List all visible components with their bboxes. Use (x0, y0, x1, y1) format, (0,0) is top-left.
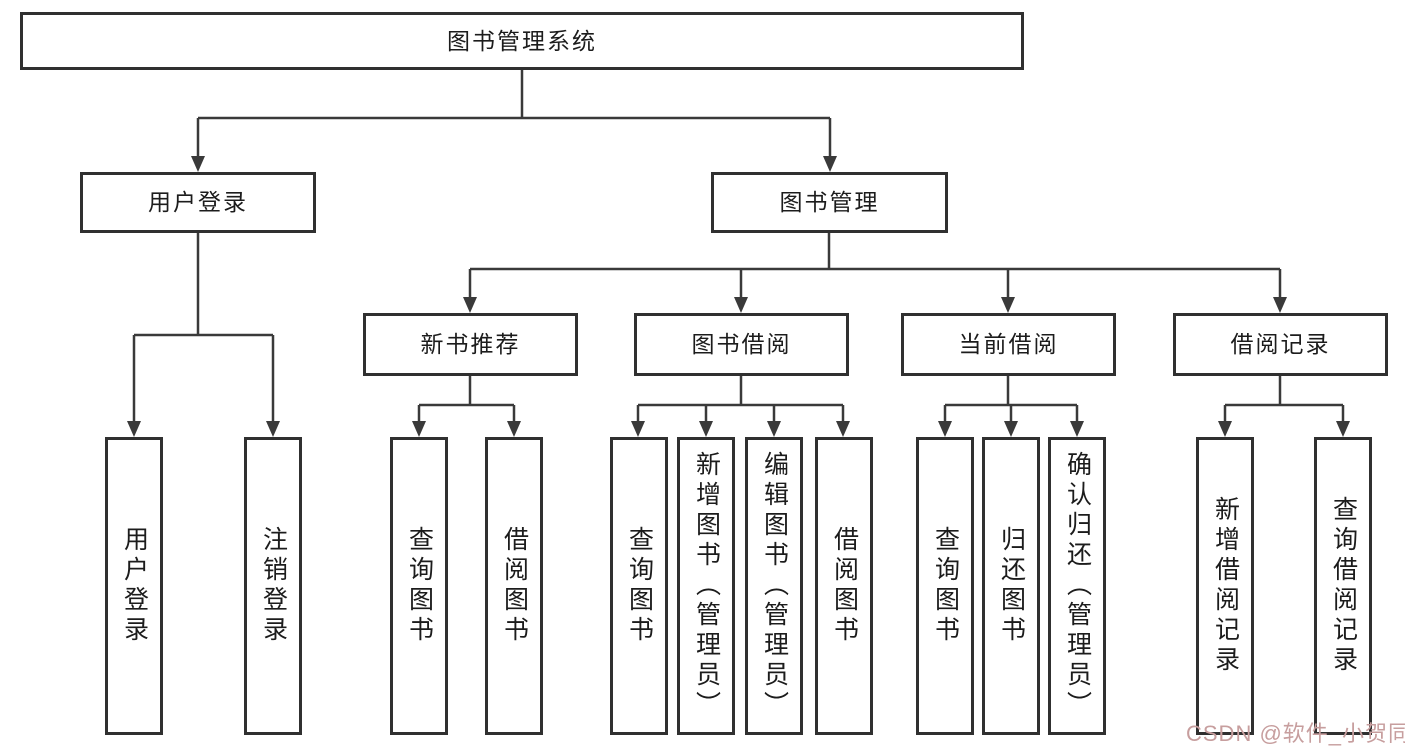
node-current-borrow: 当前借阅 (901, 313, 1116, 376)
leaf-label: 借阅图书 (830, 526, 859, 646)
connector-records-to-leaves (1223, 376, 1345, 424)
arrow-down-icon (1001, 297, 1015, 313)
node-book-borrow: 图书借阅 (634, 313, 849, 376)
arrow-down-icon (127, 421, 141, 437)
leaf-label: 查询图书 (405, 526, 434, 646)
arrow-down-icon (938, 421, 952, 437)
leaf-query-borrow-record: 查询借阅记录 (1314, 437, 1372, 735)
node-user-login: 用户登录 (80, 172, 316, 233)
leaf-label: 新增借阅记录 (1211, 496, 1240, 676)
leaf-label: 查询借阅记录 (1329, 496, 1358, 676)
connector-borrow-to-leaves (636, 376, 845, 424)
leaf-label: 查询图书 (625, 526, 654, 646)
arrow-down-icon (1070, 421, 1084, 437)
leaf-label: 用户登录 (120, 526, 149, 646)
leaf-borrow-books: 借阅图书 (815, 437, 873, 735)
leaf-return-books: 归还图书 (982, 437, 1040, 735)
connector-mgmt-to-level3 (468, 233, 1282, 300)
leaf-label: 确认归还（管理员） (1063, 451, 1092, 721)
leaf-query-books-borrow: 查询图书 (610, 437, 668, 735)
arrow-down-icon (507, 421, 521, 437)
connector-current-to-leaves (943, 376, 1079, 424)
leaf-query-books-current: 查询图书 (916, 437, 974, 735)
connector-login-to-leaves (132, 233, 275, 424)
arrow-down-icon (191, 156, 205, 172)
arrow-down-icon (1004, 421, 1018, 437)
arrow-down-icon (734, 297, 748, 313)
node-book-management: 图书管理 (711, 172, 948, 233)
node-root-system: 图书管理系统 (20, 12, 1024, 70)
arrow-down-icon (836, 421, 850, 437)
arrow-down-icon (767, 421, 781, 437)
arrow-down-icon (463, 297, 477, 313)
arrow-down-icon (699, 421, 713, 437)
arrow-down-icon (266, 421, 280, 437)
leaf-add-borrow-record: 新增借阅记录 (1196, 437, 1254, 735)
arrow-down-icon (412, 421, 426, 437)
watermark-text: CSDN @软件_小贺同学 (1186, 721, 1405, 746)
leaf-label: 借阅图书 (500, 526, 529, 646)
connector-recommend-to-leaves (417, 376, 516, 424)
leaf-borrow-books-recommend: 借阅图书 (485, 437, 543, 735)
arrow-down-icon (1273, 297, 1287, 313)
arrow-down-icon (631, 421, 645, 437)
leaf-add-book-admin: 新增图书（管理员） (677, 437, 735, 735)
arrow-down-icon (823, 156, 837, 172)
leaf-query-books-recommend: 查询图书 (390, 437, 448, 735)
arrow-down-icon (1218, 421, 1232, 437)
node-borrow-records: 借阅记录 (1173, 313, 1388, 376)
arrow-down-icon (1336, 421, 1350, 437)
leaf-label: 归还图书 (997, 526, 1026, 646)
leaf-label: 新增图书（管理员） (692, 451, 721, 721)
leaf-label: 编辑图书（管理员） (760, 451, 789, 721)
connector-root-to-level2 (196, 70, 832, 159)
node-new-book-recommend: 新书推荐 (363, 313, 578, 376)
leaf-edit-book-admin: 编辑图书（管理员） (745, 437, 803, 735)
leaf-logout: 注销登录 (244, 437, 302, 735)
leaf-confirm-return-admin: 确认归还（管理员） (1048, 437, 1106, 735)
leaf-user-login: 用户登录 (105, 437, 163, 735)
leaf-label: 查询图书 (931, 526, 960, 646)
leaf-label: 注销登录 (259, 526, 288, 646)
